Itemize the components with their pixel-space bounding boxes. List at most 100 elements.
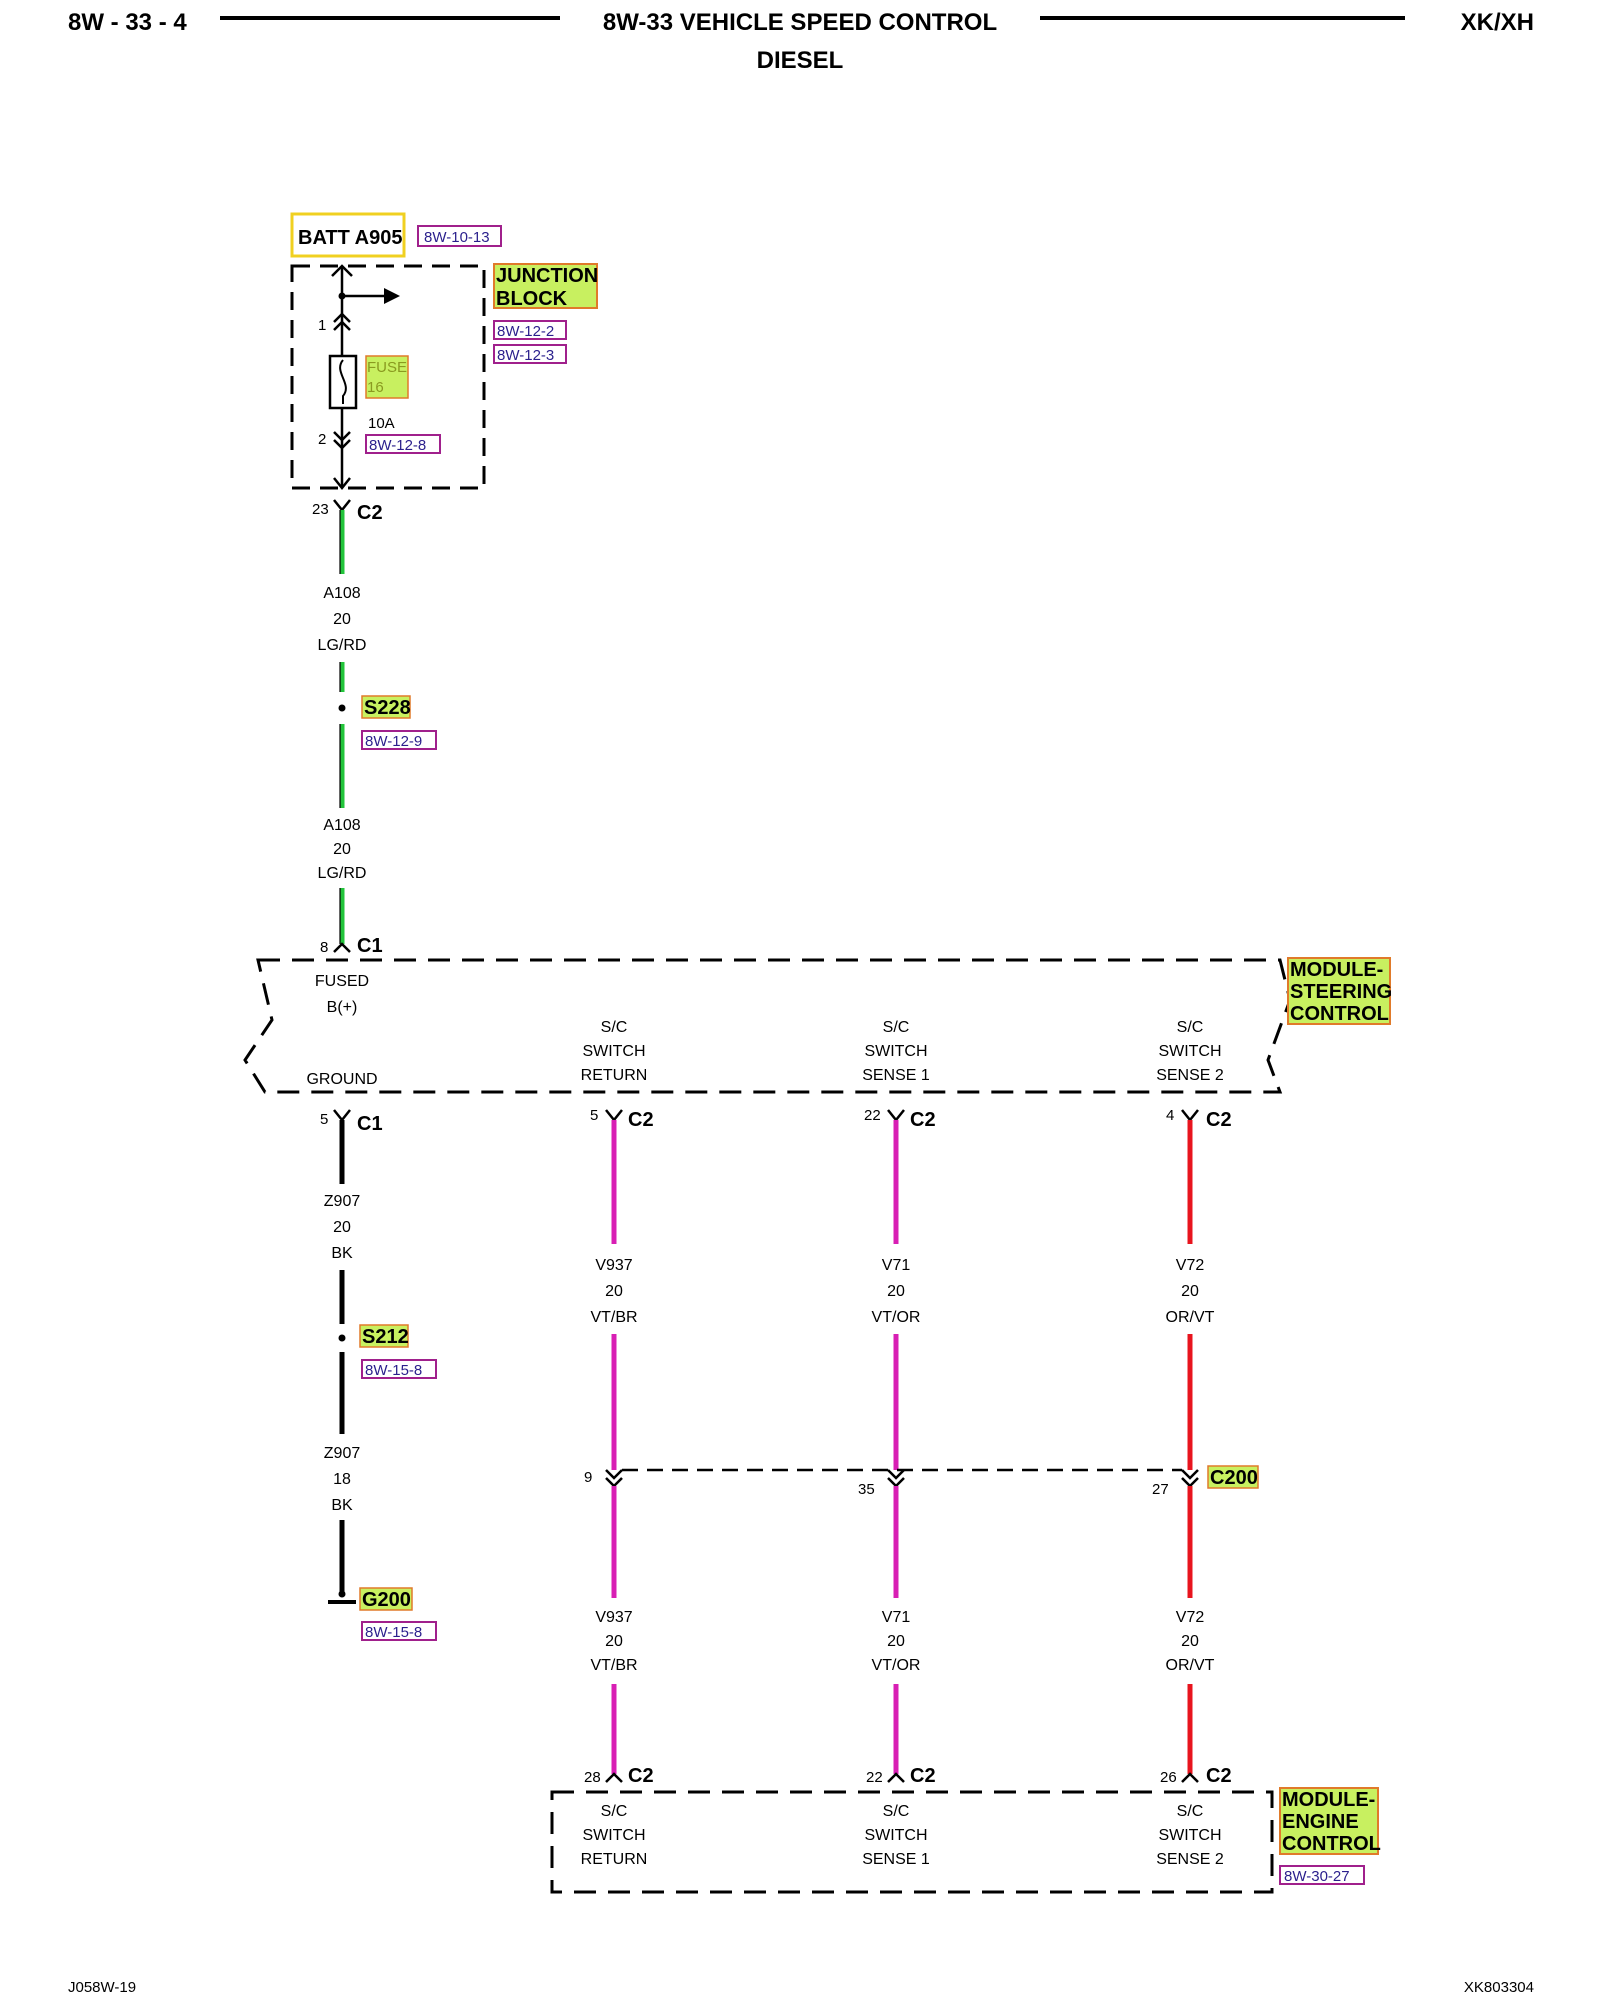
batt-label: BATT A905 (298, 227, 402, 249)
ecm-ref[interactable]: 8W-30-27 (1284, 1868, 1350, 1885)
ecm-name-1[interactable]: MODULE- (1282, 1789, 1375, 1811)
scm-fused-label-2: B(+) (327, 999, 358, 1016)
fuse-label-bg[interactable] (365, 355, 409, 399)
ecm-name-2[interactable]: ENGINE (1282, 1811, 1359, 1833)
junction-block-label-2[interactable]: BLOCK (496, 288, 568, 310)
v72-lower-color: OR/VT (1166, 1657, 1215, 1674)
a108-bottom-color: LG/RD (318, 865, 367, 882)
s212-ref[interactable]: 8W-15-8 (365, 1362, 422, 1379)
scm-t3-conn[interactable]: C2 (1206, 1109, 1232, 1131)
ecm-t1-conn[interactable]: C2 (628, 1765, 654, 1787)
junction-block-label-1[interactable]: JUNCTION (496, 265, 598, 287)
jb-ref2-box[interactable] (493, 344, 567, 364)
ecm-t3-l3: SENSE 2 (1156, 1851, 1224, 1868)
page-number: 8W - 33 - 4 (68, 9, 187, 36)
c200-pin-35: 35 (858, 1481, 875, 1498)
s228-label[interactable]: S228 (364, 697, 411, 719)
scm-t3-l3: SENSE 2 (1156, 1067, 1224, 1084)
z907-top-circuit: Z907 (324, 1193, 361, 1210)
v937-upper-circuit: V937 (595, 1257, 632, 1274)
scm-t2-pin: 22 (864, 1107, 881, 1124)
ecm-name-bg[interactable] (1279, 1787, 1379, 1855)
scm-t1-terminal (605, 1109, 623, 1123)
scm-t1-l1: S/C (601, 1019, 628, 1036)
ecm-t3-conn[interactable]: C2 (1206, 1765, 1232, 1787)
batt-ref[interactable]: 8W-10-13 (424, 229, 490, 246)
scm-t1-conn[interactable]: C2 (628, 1109, 654, 1131)
scm-t2-l3: SENSE 1 (862, 1067, 930, 1084)
splice-s228-dot[interactable] (338, 704, 346, 712)
ecm-t3-pin: 26 (1160, 1769, 1177, 1786)
s212-label[interactable]: S212 (362, 1326, 409, 1348)
footer-right-code: XK803304 (1464, 1979, 1534, 1996)
scm-fused-pin: 8 (320, 939, 328, 956)
ecm-t2-l2: SWITCH (864, 1827, 927, 1844)
scm-t2-conn[interactable]: C2 (910, 1109, 936, 1131)
scm-name-3[interactable]: CONTROL (1290, 1003, 1389, 1025)
ecm-t2-conn[interactable]: C2 (910, 1765, 936, 1787)
v71-upper-gauge: 20 (887, 1283, 905, 1300)
z907-bottom-circuit: Z907 (324, 1445, 361, 1462)
c200-label[interactable]: C200 (1210, 1467, 1258, 1489)
scm-ground-conn[interactable]: C1 (357, 1113, 383, 1135)
batt-ref-box[interactable] (417, 225, 502, 247)
ecm-name-3[interactable]: CONTROL (1282, 1833, 1381, 1855)
s212-label-bg[interactable] (359, 1324, 409, 1348)
v71-upper-color: VT/OR (872, 1309, 921, 1326)
pin2-label: 2 (318, 431, 326, 448)
c200-label-bg[interactable] (1207, 1465, 1259, 1489)
scm-t1-pin: 5 (590, 1107, 598, 1124)
splice-s212-dot[interactable] (338, 1334, 346, 1342)
scm-t2-l2: SWITCH (864, 1043, 927, 1060)
z907-bottom-gauge: 18 (333, 1471, 351, 1488)
junction-block-outline (290, 264, 486, 490)
g200-label[interactable]: G200 (362, 1589, 411, 1611)
s212-ref-box[interactable] (361, 1359, 437, 1379)
v72-upper-gauge: 20 (1181, 1283, 1199, 1300)
scm-ground-terminal (333, 1109, 351, 1123)
model-code: XK/XH (1461, 9, 1534, 36)
fuse-ref[interactable]: 8W-12-8 (369, 437, 426, 454)
a108-bottom-circuit: A108 (323, 817, 360, 834)
v937-upper-gauge: 20 (605, 1283, 623, 1300)
ecm-t2-l3: SENSE 1 (862, 1851, 930, 1868)
ecm-t2-terminal (887, 1772, 905, 1783)
scm-t3-l1: S/C (1177, 1019, 1204, 1036)
ecm-t1-pin: 28 (584, 1769, 601, 1786)
ecm-ref-box[interactable] (1279, 1865, 1365, 1885)
junction-block-label-bg[interactable] (493, 263, 598, 309)
ecm-t1-l2: SWITCH (582, 1827, 645, 1844)
g200-ref[interactable]: 8W-15-8 (365, 1624, 422, 1641)
v937-lower-circuit: V937 (595, 1609, 632, 1626)
fuse-ref-box[interactable] (365, 434, 441, 454)
scm-t2-l1: S/C (883, 1019, 910, 1036)
scm-name-2[interactable]: STEERING (1290, 981, 1392, 1003)
ecm-t3-l1: S/C (1177, 1803, 1204, 1820)
v72-upper-circuit: V72 (1176, 1257, 1205, 1274)
jb-ref1-box[interactable] (493, 320, 567, 340)
z907-bottom-color: BK (331, 1497, 353, 1514)
s228-ref[interactable]: 8W-12-9 (365, 733, 422, 750)
scm-fused-conn[interactable]: C1 (357, 935, 383, 957)
scm-c1-pin8-terminal (333, 942, 351, 953)
jb-out-conn[interactable]: C2 (357, 502, 383, 524)
scm-name-bg[interactable] (1287, 957, 1391, 1025)
ecm-t3-l2: SWITCH (1158, 1827, 1221, 1844)
z907-top-color: BK (331, 1245, 353, 1262)
a108-top-gauge: 20 (333, 611, 351, 628)
scm-name-1[interactable]: MODULE- (1290, 959, 1383, 981)
ecm-t2-pin: 22 (866, 1769, 883, 1786)
c200-pin9-terminal-a (605, 1469, 623, 1480)
fuse-number[interactable]: 16 (367, 379, 384, 396)
jb-ref1[interactable]: 8W-12-2 (497, 323, 554, 340)
jb-ref2[interactable]: 8W-12-3 (497, 347, 554, 364)
g200-ref-box[interactable] (361, 1621, 437, 1641)
page-subtitle: DIESEL (757, 47, 844, 74)
g200-label-bg[interactable] (359, 1587, 413, 1611)
a108-top-color: LG/RD (318, 637, 367, 654)
v937-lower-color: VT/BR (590, 1657, 637, 1674)
s228-label-bg[interactable] (361, 695, 411, 719)
fuse-label[interactable]: FUSE (367, 359, 407, 376)
s228-ref-box[interactable] (361, 730, 437, 750)
